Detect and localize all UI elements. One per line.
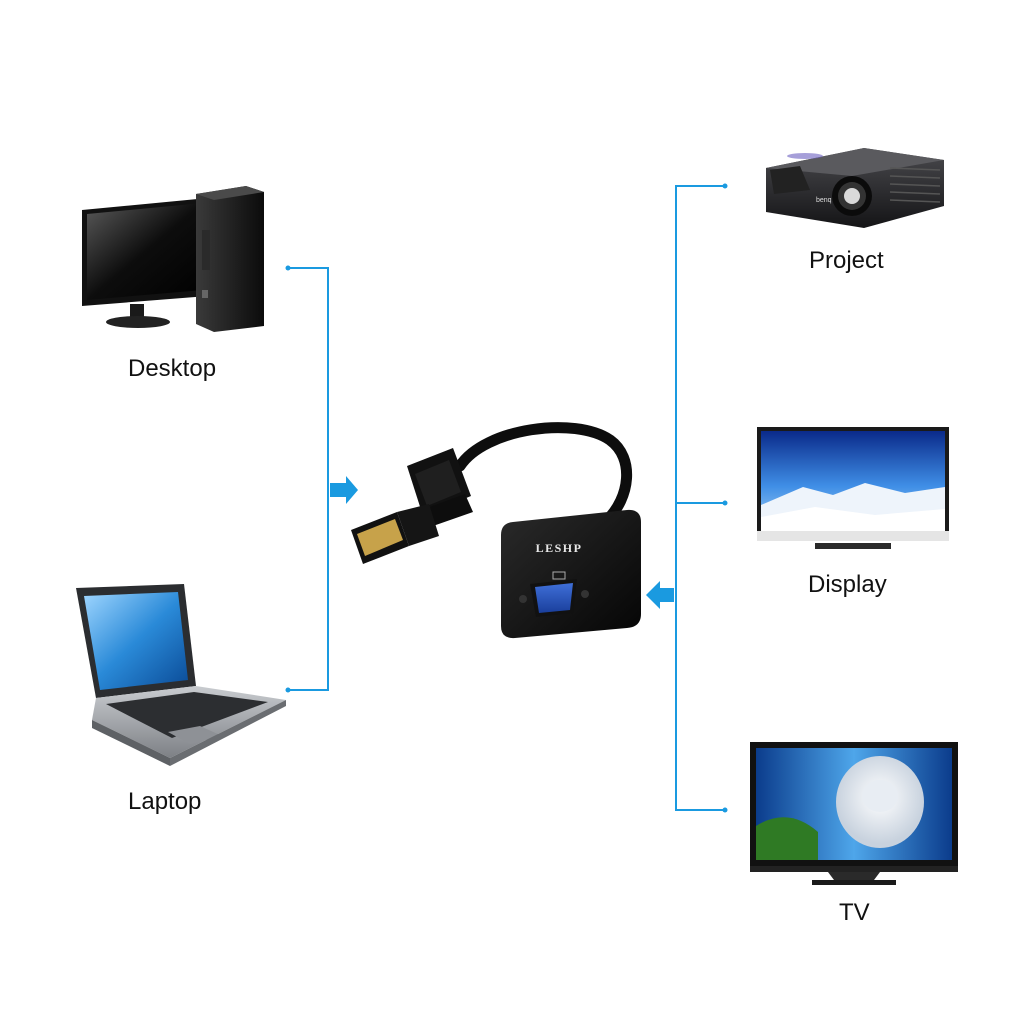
laptop-icon: [76, 584, 286, 766]
arrow-left-icon: [646, 581, 674, 609]
tv-icon: [750, 742, 958, 885]
project-label: Project: [809, 247, 884, 274]
display-label: Display: [808, 571, 887, 598]
monitor-icon: [757, 427, 949, 549]
adapter-brand-label: LESHP: [536, 541, 583, 555]
displayport-to-vga-adapter-icon: LESHP: [351, 422, 641, 639]
laptop-label: Laptop: [128, 788, 202, 815]
tv-label: TV: [839, 899, 870, 926]
left-connector-line: [288, 267, 329, 691]
projector-brand: benq: [816, 197, 832, 204]
desktop-computer-icon: [82, 186, 264, 332]
arrow-right-icon: [330, 476, 358, 504]
right-connector-line: [675, 185, 725, 811]
desktop-label: Desktop: [128, 355, 217, 382]
projector-icon: benq: [766, 148, 944, 228]
